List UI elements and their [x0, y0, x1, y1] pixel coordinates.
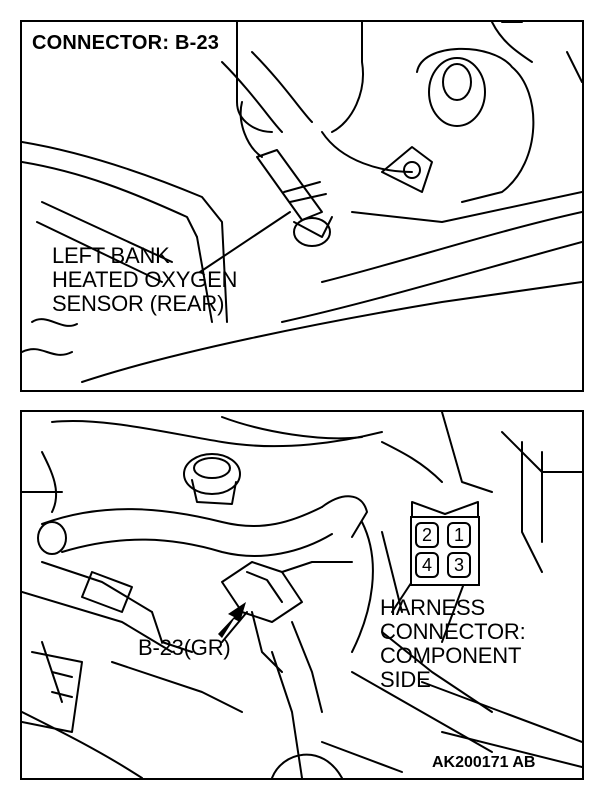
harness-callout-line-2: CONNECTOR:	[380, 619, 526, 644]
engine-underside-illustration	[22, 22, 582, 383]
connector-face: 2 1 4 3	[410, 500, 480, 590]
pin-2: 2	[415, 522, 439, 548]
sensor-callout: LEFT BANK HEATED OXYGEN SENSOR (REAR)	[52, 244, 237, 316]
engine-bay-illustration	[22, 412, 582, 778]
pin-4: 4	[415, 552, 439, 578]
harness-callout: HARNESS CONNECTOR: COMPONENT SIDE	[380, 596, 526, 692]
sensor-callout-line-2: HEATED OXYGEN	[52, 267, 238, 292]
harness-callout-line-3: COMPONENT	[380, 643, 522, 668]
connector-title: CONNECTOR: B-23	[32, 32, 220, 54]
connector-label: B-23(GR)	[138, 635, 231, 660]
figure-code: AK200171 AB	[432, 754, 536, 771]
harness-callout-line-1: HARNESS	[380, 595, 485, 620]
connector-latch-icon	[411, 501, 479, 518]
pin-1: 1	[447, 522, 471, 548]
connector-arrow-icon	[218, 602, 246, 638]
connector-location-panel: B-23(GR) HARNESS CONNECTOR: COMPONENT SI…	[20, 410, 584, 780]
harness-callout-line-4: SIDE	[380, 667, 431, 692]
pin-3: 3	[447, 552, 471, 578]
sensor-callout-line-1: LEFT BANK	[52, 243, 170, 268]
sensor-callout-line-3: SENSOR (REAR)	[52, 291, 225, 316]
sensor-location-panel: CONNECTOR: B-23 LEFT BANK HEATED OXYGEN …	[20, 20, 584, 392]
